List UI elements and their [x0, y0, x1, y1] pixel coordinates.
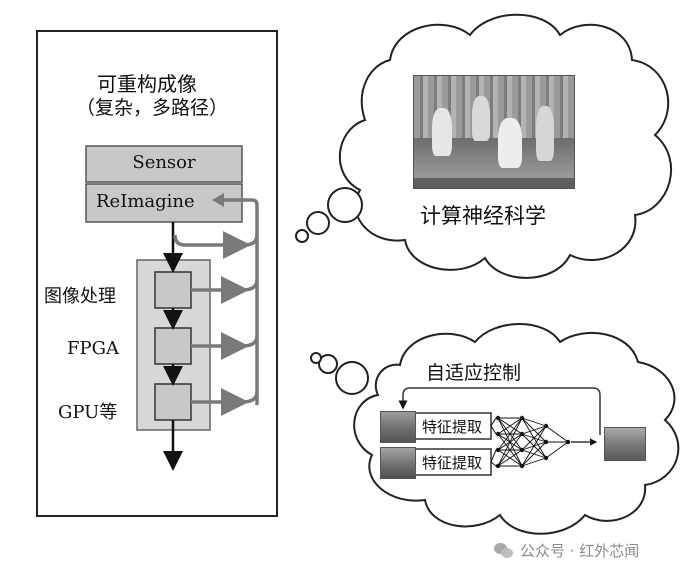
nn-node: [543, 455, 549, 461]
nn-edge: [521, 417, 547, 427]
nn-node: [495, 463, 501, 469]
nn-edge: [521, 425, 547, 467]
watermark: 公众号 · 红外芯闻: [494, 540, 639, 561]
stage-label-gpu: GPU等: [58, 402, 118, 423]
sensor-label: Sensor: [132, 152, 196, 173]
nn-node: [519, 447, 525, 453]
cloud-top-caption: 计算神经科学: [420, 204, 546, 228]
neural-network-icon: [490, 417, 569, 467]
dog-shape-2: [472, 96, 490, 141]
nn-input-edge: [490, 449, 497, 463]
cloud-bottom-title: 自适应控制: [423, 358, 525, 385]
nn-edge: [497, 417, 523, 451]
nn-node: [495, 431, 501, 437]
input-photo-2: [380, 447, 416, 479]
nn-edge: [521, 441, 547, 467]
nn-input-edge: [490, 417, 497, 427]
stage-label-image-processing: 图像处理: [44, 286, 116, 307]
stage-label-fpga: FPGA: [67, 338, 119, 359]
input-photo-1: [380, 411, 416, 443]
nn-node: [565, 439, 571, 445]
panel-title-line1: 可重构成像: [97, 72, 197, 96]
watermark-text: 公众号 · 红外芯闻: [520, 542, 640, 560]
thought-bubble-bottom-3: [310, 352, 322, 364]
nn-edge: [497, 417, 523, 435]
dog-shape-1: [432, 108, 452, 156]
feedback-loops: [173, 198, 259, 416]
reimagine-box: [85, 183, 243, 223]
control-loop-arc: [398, 387, 601, 435]
nn-node: [495, 447, 501, 453]
nn-edge: [497, 433, 523, 467]
sensor-box: [85, 145, 243, 183]
nn-node: [519, 463, 525, 469]
feedback-arrowhead: [212, 193, 224, 207]
nn-edge: [545, 425, 569, 443]
nn-node: [519, 415, 525, 421]
output-photo: [604, 427, 646, 461]
feedback-main-rail: [220, 198, 259, 206]
nn-node: [543, 423, 549, 429]
feature-label-1: 特征提取: [421, 418, 482, 436]
stage-box-2: [154, 327, 192, 365]
wechat-icon: [494, 542, 514, 559]
nn-node: [495, 415, 501, 421]
dogs-photo: [413, 75, 575, 189]
thought-bubble-top-2: [306, 211, 330, 235]
thought-bubble-bottom-1: [335, 361, 369, 395]
thought-bubble-top-3: [295, 229, 309, 243]
neural-network-nodes: [495, 415, 571, 469]
nn-edge: [497, 417, 523, 467]
nn-edge: [521, 425, 547, 451]
nn-input-edge: [490, 461, 497, 467]
dog-shape-4: [536, 106, 554, 161]
nn-node: [519, 431, 525, 437]
feature-label-2: 特征提取: [421, 454, 482, 472]
feedback-top: [173, 231, 251, 259]
reimagine-label: ReImagine: [96, 191, 195, 212]
nn-edge: [545, 441, 569, 459]
thought-bubble-top-1: [327, 187, 363, 223]
nn-edge: [497, 449, 523, 467]
panel-title-line2: （复杂，多路径）: [76, 97, 229, 119]
stage-box-1: [154, 271, 192, 309]
dog-shape-3: [498, 118, 522, 168]
nn-edge: [521, 457, 547, 467]
thought-bubble-bottom-2: [318, 354, 338, 374]
nn-node: [543, 439, 549, 445]
nn-input-edge: [490, 425, 497, 435]
nn-edge: [521, 425, 547, 435]
stage-box-3: [154, 383, 192, 421]
